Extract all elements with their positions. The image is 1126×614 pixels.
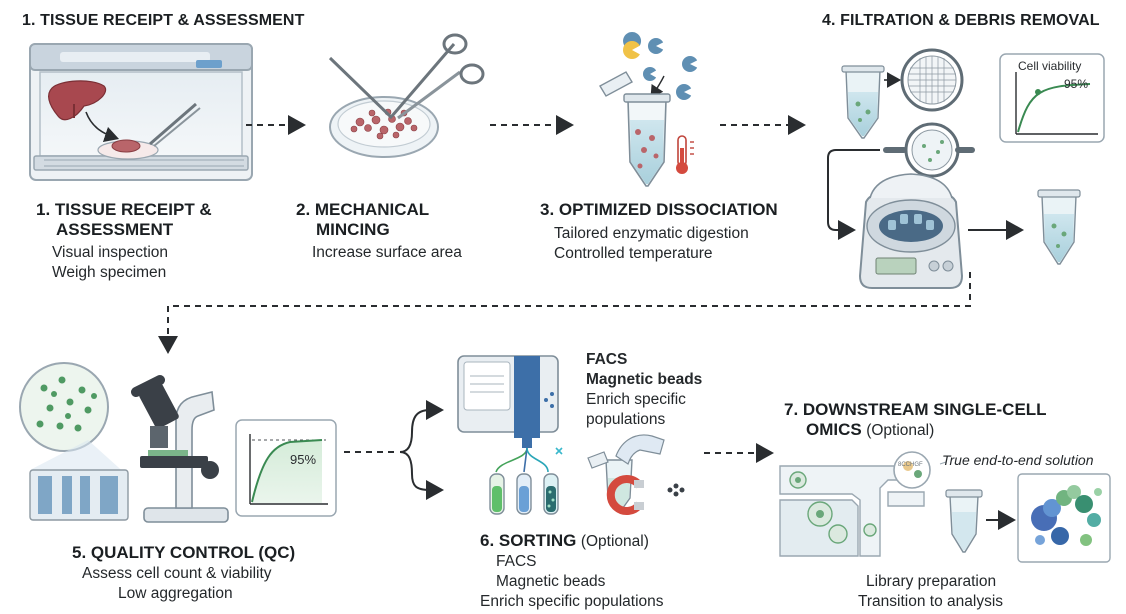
step-7-line-2: Transition to analysis <box>858 593 1004 610</box>
viability-label: Cell viability <box>1018 59 1082 73</box>
viability-value-qc: 95% <box>290 452 317 467</box>
step-2-block: 2. MECHANICAL MINCING Increase surface a… <box>296 200 496 263</box>
step-1-block: 1. TISSUE RECEIPT & ASSESSMENT Visual in… <box>36 200 236 283</box>
step-1-line-2: Weigh specimen <box>52 264 167 281</box>
screen-text: 8CCHGF <box>898 462 923 468</box>
sorting-callout: FACS Magnetic beads Enrich specific popu… <box>586 350 736 430</box>
end-to-end-note: True end-to-end solution <box>942 452 1094 468</box>
step-7-line-1: Library preparation <box>866 573 997 590</box>
omics-setup <box>779 451 1111 563</box>
step-5-line-2: Low aggregation <box>118 585 233 602</box>
step-2-line-1: Increase surface area <box>312 244 462 261</box>
mincing-dish <box>328 33 485 158</box>
step-2-title-line2: MINCING <box>316 220 390 239</box>
step-7-title-suffix: (Optional) <box>866 422 935 439</box>
header-step-4: 4. FILTRATION & DEBRIS REMOVAL <box>822 12 1100 29</box>
sorting-callout-enrich-1: Enrich specific <box>586 391 686 408</box>
sorting-callout-enrich-2: populations <box>586 411 666 428</box>
step-7-title-line1: 7. DOWNSTREAM SINGLE-CELL <box>784 400 1047 419</box>
step-5-title: 5. QUALITY CONTROL (QC) <box>72 543 296 562</box>
sorting-callout-facs: FACS <box>586 351 628 368</box>
step-6-title-suffix: (Optional) <box>580 533 649 550</box>
step-3-block: 3. OPTIMIZED DISSOCIATION Tailored enzym… <box>540 200 810 264</box>
sorting-setup <box>457 355 685 515</box>
step-1-line-1: Visual inspection <box>52 244 169 261</box>
step-5-block: 5. QUALITY CONTROL (QC) Assess cell coun… <box>72 543 332 604</box>
step-7-lines: Library preparation Transition to analys… <box>858 572 1086 612</box>
viability-graph-top <box>999 53 1105 143</box>
viability-value-top: 95% <box>1064 77 1089 91</box>
step-6-line-1: FACS <box>496 553 537 570</box>
step-6-line-2: Magnetic beads <box>496 573 606 590</box>
step-7-title-line2: OMICS <box>806 420 862 439</box>
step-6-title: 6. SORTING <box>480 531 577 550</box>
step-5-line-1: Assess cell count & viability <box>82 565 272 582</box>
step-1-title-line2: ASSESSMENT <box>56 220 174 239</box>
step-3-title: 3. OPTIMIZED DISSOCIATION <box>540 200 778 219</box>
qc-setup <box>19 362 337 523</box>
step-3-line-1: Tailored enzymatic digestion <box>554 225 749 242</box>
step-7-block: 7. DOWNSTREAM SINGLE-CELL OMICS (Optiona… <box>784 400 1084 441</box>
step-2-title-line1: 2. MECHANICAL <box>296 200 430 219</box>
step-3-line-2: Controlled temperature <box>554 245 713 262</box>
biosafety-hood <box>29 43 253 181</box>
header-step-1: 1. TISSUE RECEIPT & ASSESSMENT <box>22 12 305 29</box>
step-6-line-3: Enrich specific populations <box>480 593 664 610</box>
step-6-block: 6. SORTING (Optional) FACS Magnetic bead… <box>480 531 720 612</box>
step-1-title-line1: 1. TISSUE RECEIPT & <box>36 200 212 219</box>
sorting-callout-beads: Magnetic beads <box>586 371 703 388</box>
filtration-setup <box>827 48 1081 289</box>
dissociation-tube <box>599 32 698 187</box>
